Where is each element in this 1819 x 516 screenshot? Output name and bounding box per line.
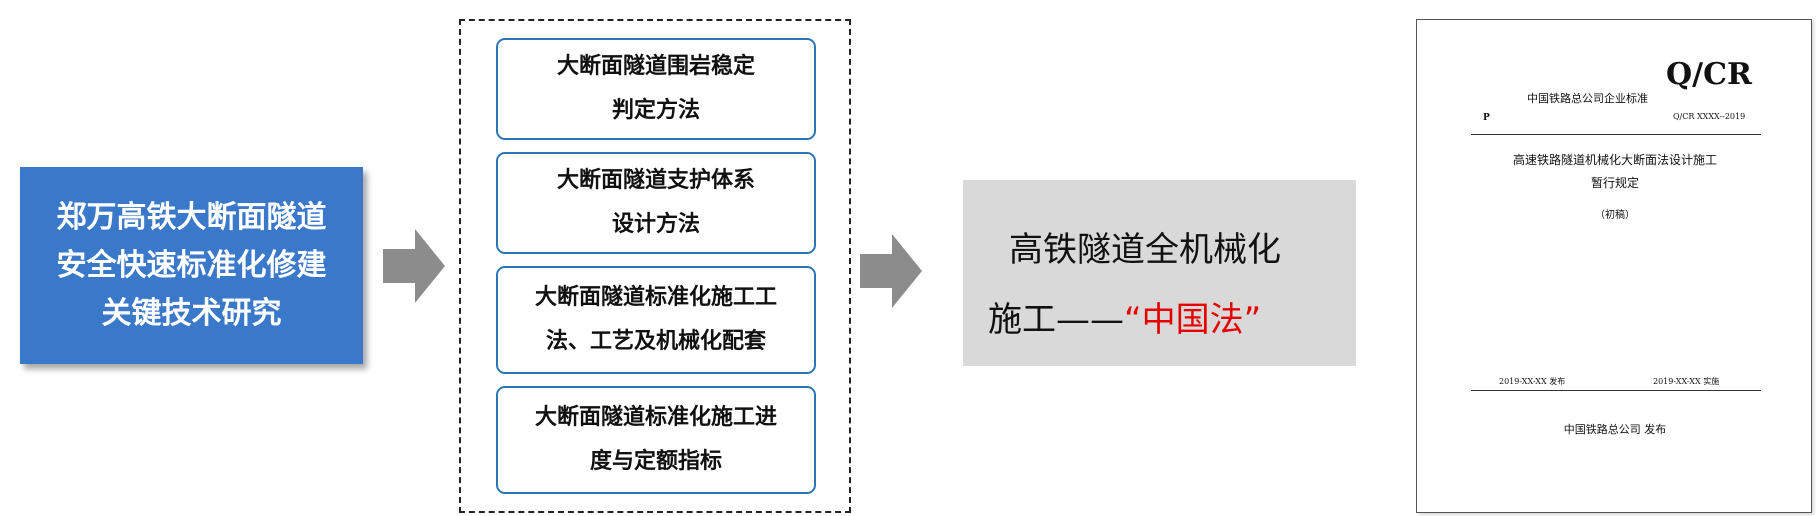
method-1-line-2: 判定方法	[611, 98, 700, 123]
document-issue-date: 2019-XX-XX 发布	[1499, 377, 1566, 386]
document-logo: Q/CR	[1666, 57, 1752, 92]
document-issuer: 中国铁路总公司 发布	[1563, 423, 1667, 436]
document-title-line-1: 高速铁路隧道机械化大断面法设计施工	[1512, 153, 1717, 167]
method-box-4: 大断面隧道标准化施工进 度与定额指标	[496, 386, 816, 494]
method-3-line-2: 法、工艺及机械化配套	[545, 329, 766, 354]
document-draft-label: （初稿）	[1595, 210, 1635, 221]
header-rule	[1471, 134, 1761, 135]
topic-line-3: 关键技术研究	[101, 295, 282, 331]
topic-line-1: 郑万高铁大断面隧道	[56, 199, 327, 235]
document-title-line-2: 暂行规定	[1590, 176, 1639, 190]
result-line-1: 高铁隧道全机械化	[1009, 230, 1281, 270]
document-code: Q/CR XXXX--2019	[1673, 112, 1746, 121]
right-arrow-icon	[383, 229, 445, 303]
method-1-line-1: 大断面隧道围岩稳定	[556, 54, 755, 79]
method-3-line-1: 大断面隧道标准化施工工	[534, 285, 777, 310]
method-2-line-1: 大断面隧道支护体系	[556, 168, 755, 193]
document-org-standard: 中国铁路总公司企业标准	[1527, 92, 1648, 105]
method-box-2: 大断面隧道支护体系 设计方法	[496, 152, 816, 254]
methods-group: 大断面隧道围岩稳定 判定方法 大断面隧道支护体系 设计方法 大断面隧道标准化施工…	[459, 19, 851, 513]
document-p-mark: P	[1483, 113, 1490, 123]
right-arrow-icon	[860, 234, 922, 308]
method-box-1: 大断面隧道围岩稳定 判定方法	[496, 38, 816, 140]
research-topic-box: 郑万高铁大断面隧道 安全快速标准化修建 关键技术研究	[20, 167, 363, 364]
result-line-2-prefix: 施工——	[988, 300, 1124, 340]
result-box: 高铁隧道全机械化 施工——“中国法”	[963, 180, 1356, 366]
standard-document: Q/CR 中国铁路总公司企业标准 P Q/CR XXXX--2019 高速铁路隧…	[1416, 19, 1812, 513]
result-line-2: 施工——“中国法”	[988, 292, 1261, 341]
method-box-3: 大断面隧道标准化施工工 法、工艺及机械化配套	[496, 266, 816, 374]
result-highlight: “中国法”	[1124, 300, 1262, 340]
method-4-line-2: 度与定额指标	[589, 449, 722, 474]
footer-rule	[1471, 390, 1761, 391]
document-effective-date: 2019-XX-XX 实施	[1653, 377, 1720, 386]
method-2-line-2: 设计方法	[611, 212, 700, 237]
topic-line-2: 安全快速标准化修建	[56, 247, 327, 283]
method-4-line-1: 大断面隧道标准化施工进	[534, 405, 777, 430]
